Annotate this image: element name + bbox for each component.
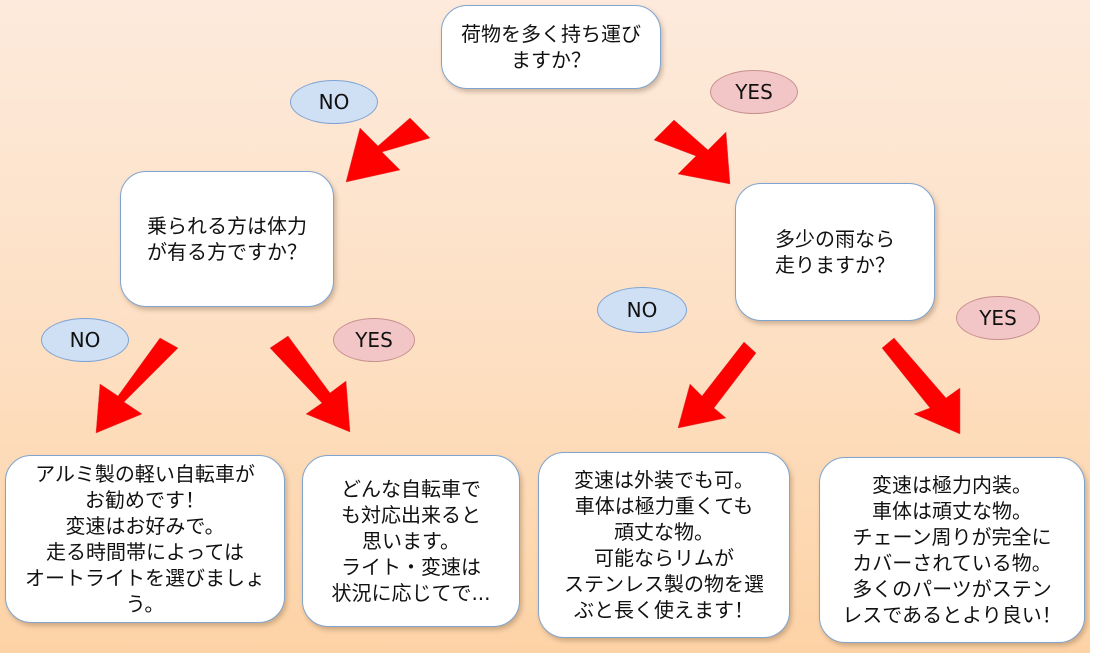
result-any: どんな自転車で も対応出来ると 思います。 ライト・変速は 状況に応じてで... xyxy=(302,455,520,627)
arrow-rain-yes xyxy=(881,337,961,435)
question-stamina-text: 乗られる方は体力 が有る方ですか？ xyxy=(147,214,307,264)
result-any-text: どんな自転車で も対応出来ると 思います。 ライト・変速は 状況に応じてで... xyxy=(331,477,491,605)
label-stamina-yes-text: YES xyxy=(355,328,393,352)
label-rain-yes-text: YES xyxy=(979,306,1017,330)
arrow-rain-no xyxy=(677,341,757,429)
question-rain-text: 多少の雨なら 走りますか？ xyxy=(775,227,895,277)
label-stamina-no: NO xyxy=(41,318,129,362)
result-internal-text: 変速は極力内装。 車体は頑丈な物。 チェーン周りが完全に カバーされている物。 … xyxy=(842,473,1062,627)
question-stamina: 乗られる方は体力 が有る方ですか？ xyxy=(120,171,334,307)
result-aluminum: アルミ製の軽い自転車が お勧めです！ 変速はお好みで。 走る時間帯によっては オ… xyxy=(5,455,285,623)
question-rain: 多少の雨なら 走りますか？ xyxy=(735,183,935,321)
label-rain-no-text: NO xyxy=(626,298,658,322)
label-root-yes-text: YES xyxy=(735,80,773,104)
label-root-yes: YES xyxy=(710,70,798,114)
result-external: 変速は外装でも可。 車体は極力重くても 頑丈な物。 可能ならリムが ステンレス製… xyxy=(538,452,790,638)
result-internal: 変速は極力内装。 車体は頑丈な物。 チェーン周りが完全に カバーされている物。 … xyxy=(819,457,1085,643)
result-external-text: 変速は外装でも可。 車体は極力重くても 頑丈な物。 可能ならリムが ステンレス製… xyxy=(564,468,764,622)
label-stamina-no-text: NO xyxy=(69,328,101,352)
label-stamina-yes: YES xyxy=(333,318,415,362)
arrow-root-yes xyxy=(653,119,731,185)
result-aluminum-text: アルミ製の軽い自転車が お勧めです！ 変速はお好みで。 走る時間帯によっては オ… xyxy=(25,462,265,616)
question-root: 荷物を多く持ち運び ますか？ xyxy=(441,5,661,89)
label-root-no: NO xyxy=(290,80,378,124)
label-rain-no: NO xyxy=(597,287,687,333)
question-root-text: 荷物を多く持ち運び ますか？ xyxy=(461,22,641,72)
label-rain-yes: YES xyxy=(956,296,1040,340)
label-root-no-text: NO xyxy=(318,90,350,114)
arrow-root-no xyxy=(345,117,431,183)
